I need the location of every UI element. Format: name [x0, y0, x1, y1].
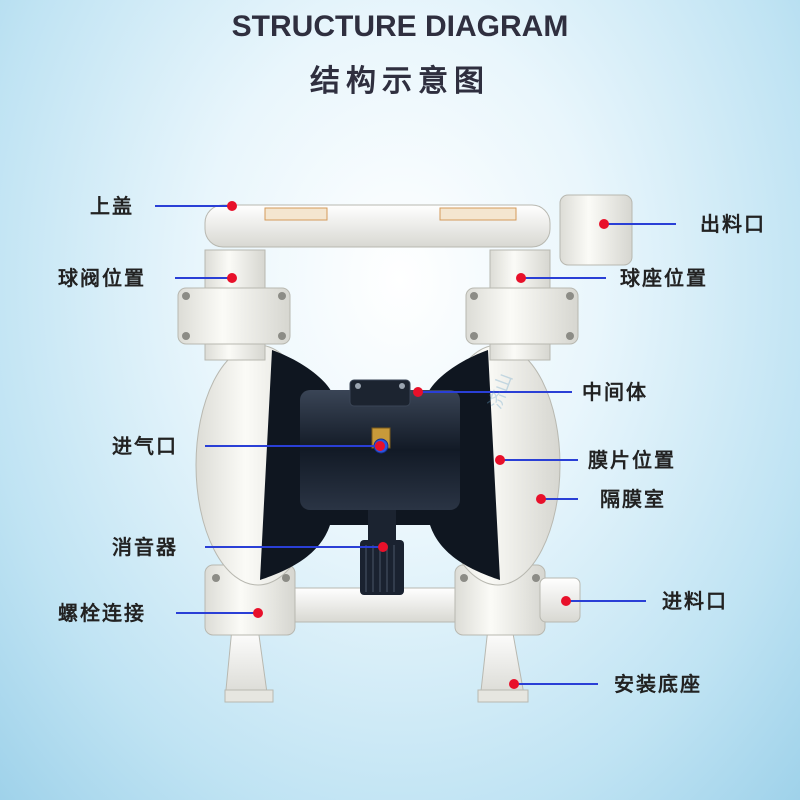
top-manifold	[204, 194, 633, 266]
mounting-base	[224, 627, 529, 703]
label-diaphragm: 膜片位置	[588, 448, 676, 472]
label-ball-seat: 球座位置	[620, 266, 708, 290]
label-diaphragm-chamber: 隔膜室	[600, 487, 666, 511]
muffler	[360, 510, 404, 595]
label-middle-body: 中间体	[582, 380, 648, 404]
label-outlet: 出料口	[700, 212, 766, 236]
valve-flanges	[177, 287, 579, 582]
label-bolt-connection: 螺栓连接	[58, 601, 146, 625]
label-muffler: 消音器	[112, 535, 178, 559]
label-top-cover: 上盖	[90, 194, 134, 218]
title-chinese: 结构示意图	[310, 64, 490, 99]
label-ball-valve: 球阀位置	[58, 266, 146, 290]
leader-lines	[155, 205, 676, 685]
label-air-inlet: 进气口	[112, 434, 178, 458]
label-mounting-base: 安装底座	[614, 672, 702, 696]
marker-dots	[227, 201, 609, 689]
label-inlet: 进料口	[662, 589, 728, 613]
title-english: STRUCTURE DIAGRAM	[231, 10, 569, 43]
